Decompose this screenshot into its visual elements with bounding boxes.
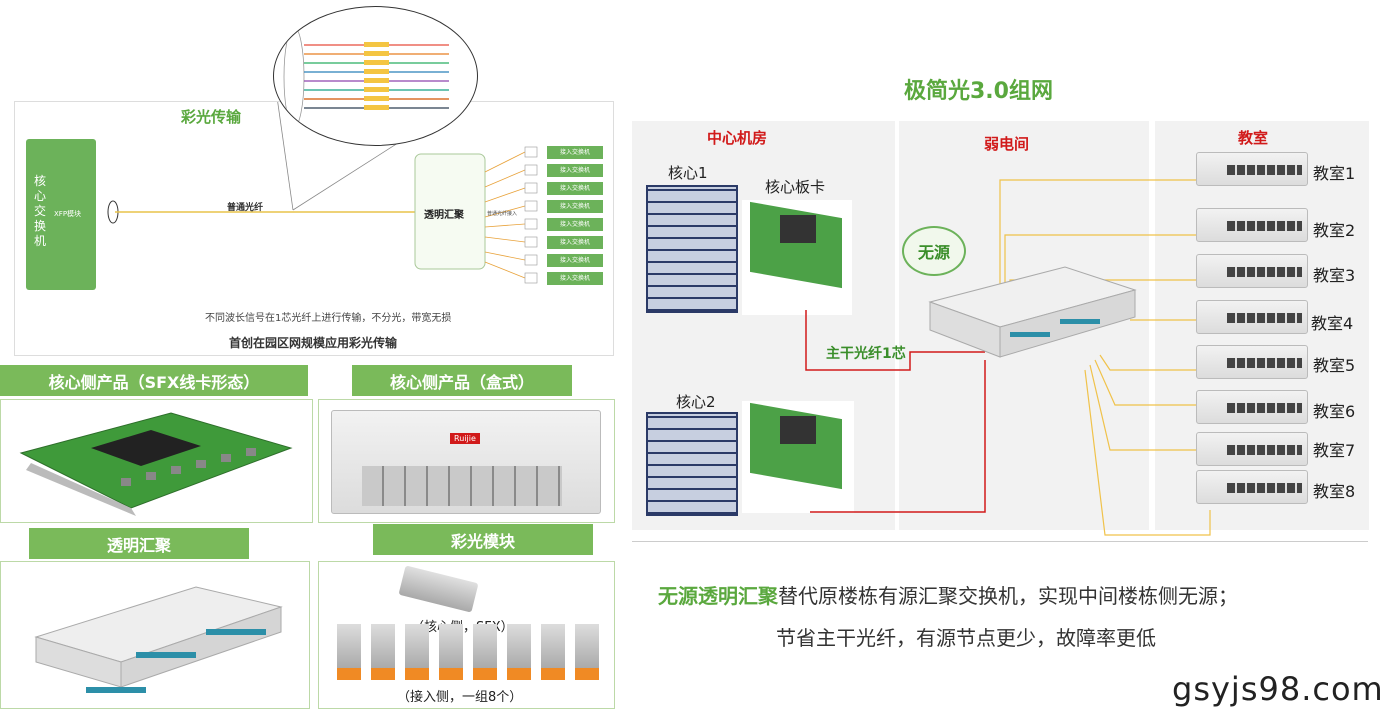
box-ports: [362, 466, 562, 506]
core-sfx-header: 核心侧产品（SFX线卡形态）: [0, 365, 308, 396]
access-item: 接入交换机: [547, 218, 603, 231]
core-card1-image: [742, 200, 852, 315]
summary-line1: 无源透明汇聚替代原楼栋有源汇聚交换机，实现中间楼栋侧无源；: [658, 580, 1238, 609]
transparent-panel: [0, 561, 310, 709]
core-card2-image: [742, 401, 854, 513]
core2-label: 核心2: [676, 393, 716, 411]
small-note: 普通光纤接入: [487, 211, 518, 217]
transparent-agg-label: 透明汇聚: [424, 210, 464, 221]
wavelength-lines: [283, 26, 449, 128]
color-module-unit: [439, 624, 463, 680]
diagram-desc: 不同波长信号在1芯光纤上进行传输，不分光，带宽无损: [205, 313, 452, 324]
room-label-6: 教室6: [1313, 402, 1356, 421]
core-sfx-panel: [0, 399, 313, 523]
color-module-unit: [337, 624, 361, 680]
classroom-switch: [1196, 300, 1308, 334]
color-optical-diagram: 彩光传输 核心交换机 XFP模块 普通光纤 透明汇聚 普通光纤接入 接入交换机 …: [14, 101, 614, 356]
access-modules: [327, 624, 609, 680]
room-label-4: 教室4: [1311, 314, 1354, 333]
core-switch-block: 核心交换机 XFP模块: [26, 139, 96, 290]
color-module-panel: （核心侧，SFX） （接入侧，一组8个）: [318, 561, 615, 709]
passive-label: 无源: [917, 243, 950, 262]
diagram-title: 彩光传输: [181, 108, 242, 126]
classroom-switch: [1196, 254, 1308, 288]
xfp-label: XFP模块: [54, 210, 82, 218]
core-switch-label: 核心交换机: [34, 174, 47, 248]
room-label-8: 教室8: [1313, 482, 1356, 501]
room-label-5: 教室5: [1313, 356, 1356, 375]
core-box-header: 核心侧产品（盒式）: [352, 365, 572, 396]
color-module-unit: [507, 624, 531, 680]
color-module-unit: [473, 624, 497, 680]
trunk-fiber-label: 主干光纤1芯: [826, 346, 906, 362]
access-item: 接入交换机: [547, 200, 603, 213]
access-item: 接入交换机: [547, 272, 603, 285]
passive-bubble: 无源: [902, 226, 966, 276]
classroom-switch: [1196, 208, 1308, 242]
zone-class-label: 教室: [1238, 129, 1269, 147]
diagram-caption: 首创在园区网规模应用彩光传输: [229, 336, 398, 350]
access-item: 接入交换机: [547, 146, 603, 159]
watermark: gsyjs98.com: [1172, 670, 1384, 708]
bottom-divider: [632, 541, 1368, 542]
access-item: 接入交换机: [547, 236, 603, 249]
access-list: 接入交换机 接入交换机 接入交换机 接入交换机 接入交换机 接入交换机 接入交换…: [547, 146, 603, 290]
classroom-switch: [1196, 432, 1308, 466]
room-label-2: 教室2: [1313, 221, 1356, 240]
passive-agg-device: [928, 266, 1137, 358]
color-module-unit: [575, 624, 599, 680]
summary-highlight: 无源透明汇聚: [658, 584, 778, 608]
access-item: 接入交换机: [547, 182, 603, 195]
fiber-label: 普通光纤: [227, 203, 264, 213]
classroom-switches: [1196, 152, 1308, 512]
color-module-unit: [371, 624, 395, 680]
color-module-unit: [541, 624, 565, 680]
color-module-header: 彩光模块: [373, 524, 593, 555]
network-title: 极简光3.0组网: [904, 79, 1053, 104]
core2-chassis: [646, 412, 738, 516]
classroom-switch: [1196, 390, 1308, 424]
summary-line2: 节省主干光纤，有源节点更少，故障率更低: [776, 626, 1156, 650]
core-card-label: 核心板卡: [765, 178, 826, 196]
brand-logo: Ruijie: [450, 433, 480, 444]
color-module-unit: [405, 624, 429, 680]
core-box-panel: Ruijie: [318, 399, 615, 523]
core1-chassis: [646, 185, 738, 313]
room-label-1: 教室1: [1313, 164, 1356, 183]
classroom-switch: [1196, 470, 1308, 504]
core1-label: 核心1: [668, 164, 708, 182]
sfx-linecard-image: [19, 412, 293, 516]
access-item: 接入交换机: [547, 254, 603, 267]
access-item: 接入交换机: [547, 164, 603, 177]
fiber-lines: [107, 102, 538, 284]
passive-agg-image: [34, 586, 283, 693]
box-chassis-image: Ruijie: [331, 410, 601, 514]
classroom-switch: [1196, 345, 1308, 379]
zone-weak-label: 弱电间: [984, 135, 1030, 153]
zone-center-label: 中心机房: [707, 129, 768, 147]
room-label-3: 教室3: [1313, 266, 1356, 285]
transparent-header: 透明汇聚: [29, 528, 249, 559]
module-access-label: （接入侧，一组8个）: [397, 690, 523, 705]
wavelength-magnifier: [273, 6, 478, 146]
room-label-7: 教室7: [1313, 441, 1356, 460]
classroom-switch: [1196, 152, 1308, 186]
summary-line1-rest: 替代原楼栋有源汇聚交换机，实现中间楼栋侧无源；: [778, 584, 1238, 608]
